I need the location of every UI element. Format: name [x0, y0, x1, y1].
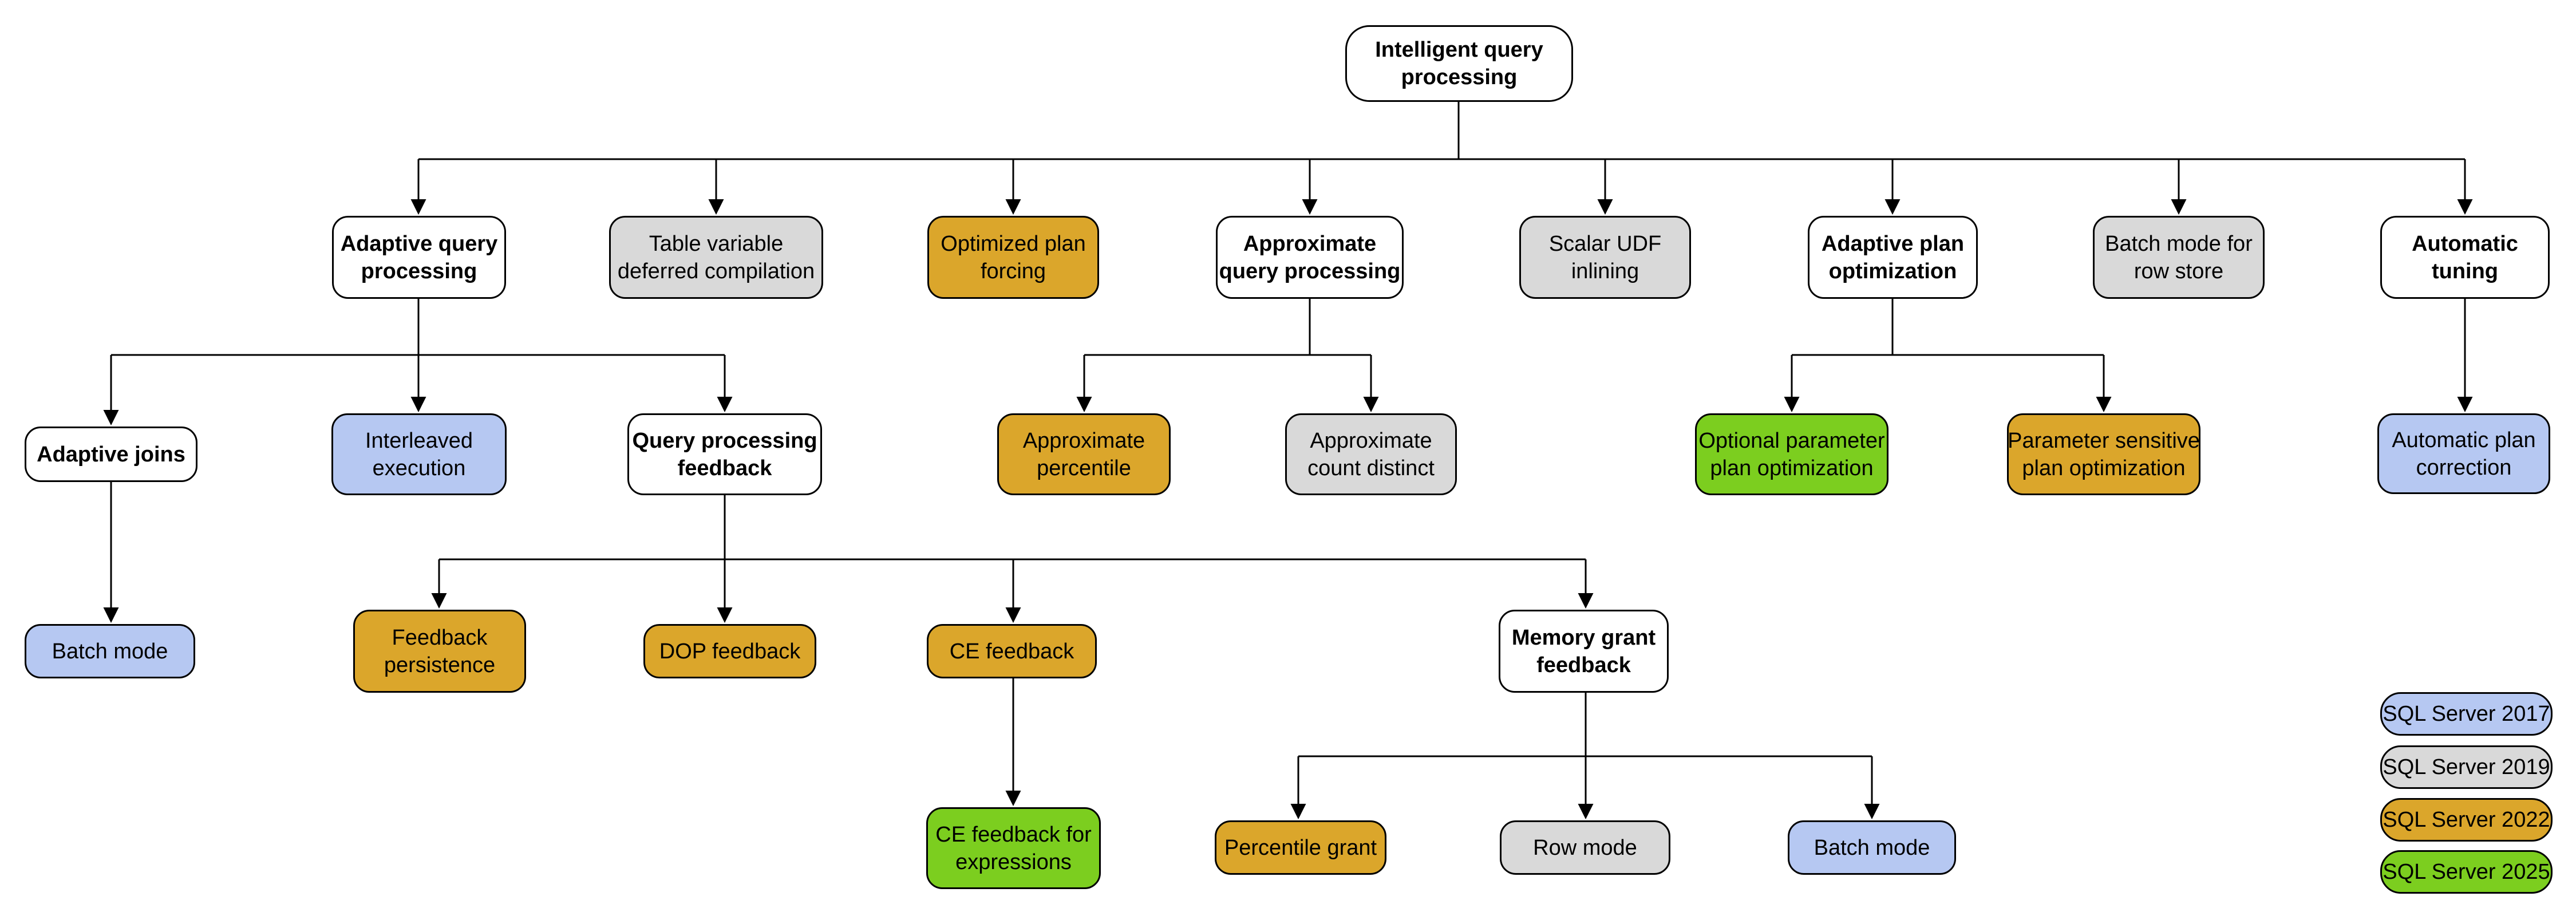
node-ce-feedback-for-expressions: CE feedback for expressions — [926, 807, 1101, 889]
node-batch-mode-memory-grant: Batch mode — [1788, 820, 1956, 875]
node-row-mode: Row mode — [1500, 820, 1670, 875]
node-batch-mode-for-row-store: Batch mode for row store — [2093, 216, 2265, 299]
node-parameter-sensitive-plan-optimization: Parameter sensitive plan optimization — [2007, 413, 2200, 495]
legend-item-sql-server-2017: SQL Server 2017 — [2380, 692, 2553, 736]
node-adaptive-joins: Adaptive joins — [25, 427, 197, 482]
node-approximate-count-distinct: Approximate count distinct — [1285, 413, 1457, 495]
node-automatic-tuning: Automatic tuning — [2380, 216, 2550, 299]
node-batch-mode-adaptive-joins: Batch mode — [25, 624, 195, 678]
legend-item-sql-server-2019: SQL Server 2019 — [2380, 745, 2553, 789]
node-memory-grant-feedback: Memory grant feedback — [1499, 610, 1669, 693]
node-adaptive-plan-optimization: Adaptive plan optimization — [1808, 216, 1978, 299]
node-scalar-udf-inlining: Scalar UDF inlining — [1519, 216, 1691, 299]
node-approximate-percentile: Approximate percentile — [997, 413, 1171, 495]
node-optimized-plan-forcing: Optimized plan forcing — [927, 216, 1099, 299]
node-table-variable-deferred-compilation: Table variable deferred compilation — [609, 216, 823, 299]
node-dop-feedback: DOP feedback — [643, 624, 816, 678]
node-query-processing-feedback: Query processing feedback — [627, 413, 822, 495]
node-percentile-grant: Percentile grant — [1215, 820, 1386, 875]
legend-item-sql-server-2022: SQL Server 2022 — [2380, 798, 2553, 842]
node-ce-feedback: CE feedback — [927, 624, 1097, 678]
node-automatic-plan-correction: Automatic plan correction — [2377, 413, 2550, 494]
node-intelligent-query-processing: Intelligent query processing — [1345, 25, 1573, 102]
node-interleaved-execution: Interleaved execution — [331, 413, 507, 495]
node-adaptive-query-processing: Adaptive query processing — [332, 216, 506, 299]
node-approximate-query-processing: Approximate query processing — [1216, 216, 1404, 299]
node-feedback-persistence: Feedback persistence — [353, 610, 526, 693]
node-optional-parameter-plan-optimization: Optional parameter plan optimization — [1695, 413, 1888, 495]
legend-item-sql-server-2025: SQL Server 2025 — [2380, 850, 2553, 894]
